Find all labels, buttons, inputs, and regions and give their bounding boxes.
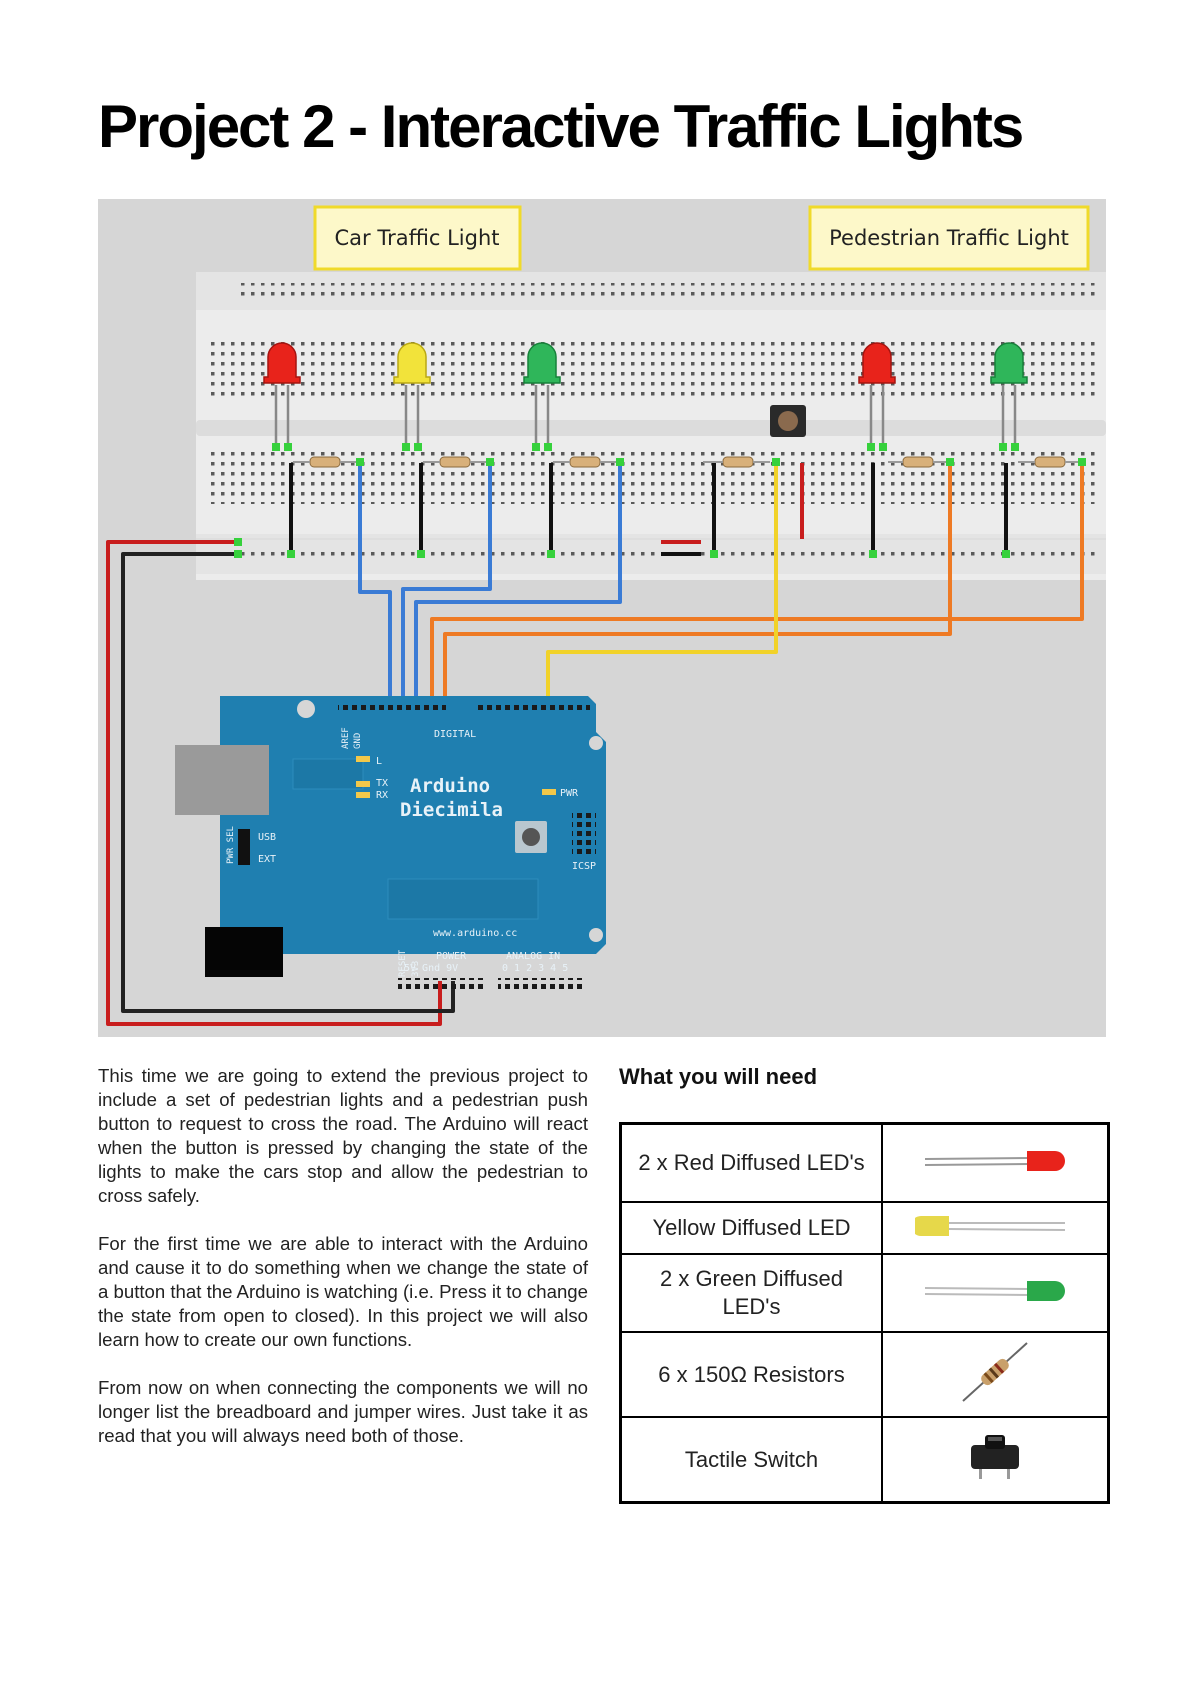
parts-row: Yellow Diffused LED xyxy=(619,1201,1110,1255)
board-name-line1: Arduino xyxy=(410,775,490,797)
parts-row: 2 x Green Diffused LED's xyxy=(619,1253,1110,1333)
yellow-led-icon xyxy=(911,1215,1066,1236)
board-3v3-label: 3V3 xyxy=(411,961,421,977)
page-title: Project 2 - Interactive Traffic Lights xyxy=(98,93,1024,160)
parts-list-title: What you will need xyxy=(619,1064,818,1089)
wire-car-red xyxy=(358,462,392,709)
pedestrian-light-label-box: Pedestrian Traffic Light xyxy=(808,205,1090,271)
pedestrian-light-label: Pedestrian Traffic Light xyxy=(829,226,1069,250)
board-analog-label: ANALOG IN xyxy=(506,951,560,962)
board-aref-label: AREF xyxy=(341,727,351,749)
arduino-board: Arduino Diecimila DIGITAL www.arduino.cc… xyxy=(175,696,606,989)
wire-ped-red xyxy=(443,462,952,709)
green-led-icon xyxy=(924,1280,1065,1301)
board-pwrsel-label: PWR SEL xyxy=(226,826,236,864)
circuit-diagram: Car Traffic Light Pedestrian Traffic Lig… xyxy=(98,199,1106,1037)
paragraph-components-note: From now on when connecting the componen… xyxy=(98,1377,588,1446)
paragraph-intro: This time we are going to extend the pre… xyxy=(98,1065,588,1206)
tactile-switch-icon xyxy=(971,1435,1019,1479)
wire-car-yellow xyxy=(401,462,492,709)
board-l-label: L xyxy=(376,756,382,767)
wire-gnd xyxy=(121,552,455,1013)
board-name-line2: Diecimila xyxy=(400,799,503,821)
parts-row: 6 x 150Ω Resistors xyxy=(619,1331,1110,1418)
car-yellow-led xyxy=(393,342,431,445)
car-green-led xyxy=(523,342,561,445)
board-digital-label: DIGITAL xyxy=(434,729,476,740)
board-power-pins: 5V Gnd 9V xyxy=(404,963,458,974)
board-url: www.arduino.cc xyxy=(433,928,517,939)
part-name: 2 x Green Diffused LED's xyxy=(619,1253,883,1333)
power-jack xyxy=(205,927,283,977)
car-light-label-box: Car Traffic Light xyxy=(313,205,522,271)
car-red-led xyxy=(263,342,301,445)
board-reset-label: RESET xyxy=(398,949,408,977)
board-ext-label: EXT xyxy=(258,854,276,865)
breadboard xyxy=(196,272,1106,580)
pedestrian-red-led xyxy=(858,342,896,445)
pedestrian-green-led xyxy=(990,342,1028,445)
parts-row: 2 x Red Diffused LED's xyxy=(619,1122,1110,1203)
board-rx-label: RX xyxy=(376,790,388,801)
part-name: Tactile Switch xyxy=(619,1416,883,1504)
board-gnd-label: GND xyxy=(353,733,363,749)
red-led-icon xyxy=(924,1150,1065,1171)
parts-table: 2 x Red Diffused LED's Yellow Diffused L… xyxy=(619,1122,1110,1504)
part-name: 6 x 150Ω Resistors xyxy=(619,1331,883,1418)
resistor-icon xyxy=(962,1342,1028,1402)
parts-row: Tactile Switch xyxy=(619,1416,1110,1504)
board-tx-label: TX xyxy=(376,778,388,789)
wire-car-green xyxy=(414,462,622,709)
paragraph-interaction: For the first time we are able to intera… xyxy=(98,1233,588,1350)
part-name: Yellow Diffused LED xyxy=(619,1201,883,1255)
board-power-label: POWER xyxy=(436,951,467,962)
wire-button xyxy=(546,462,778,709)
push-button xyxy=(770,405,806,437)
usb-connector xyxy=(175,745,269,815)
board-usb-label: USB xyxy=(258,832,276,843)
part-name: 2 x Red Diffused LED's xyxy=(619,1122,883,1203)
wire-ped-green xyxy=(430,462,1084,709)
board-pwr-label: PWR xyxy=(560,788,579,799)
body-text: This time we are going to extend the pre… xyxy=(98,1064,588,1472)
board-analog-pins: 0 1 2 3 4 5 xyxy=(502,963,568,974)
car-light-label: Car Traffic Light xyxy=(334,226,499,250)
board-icsp-label: ICSP xyxy=(572,861,596,872)
